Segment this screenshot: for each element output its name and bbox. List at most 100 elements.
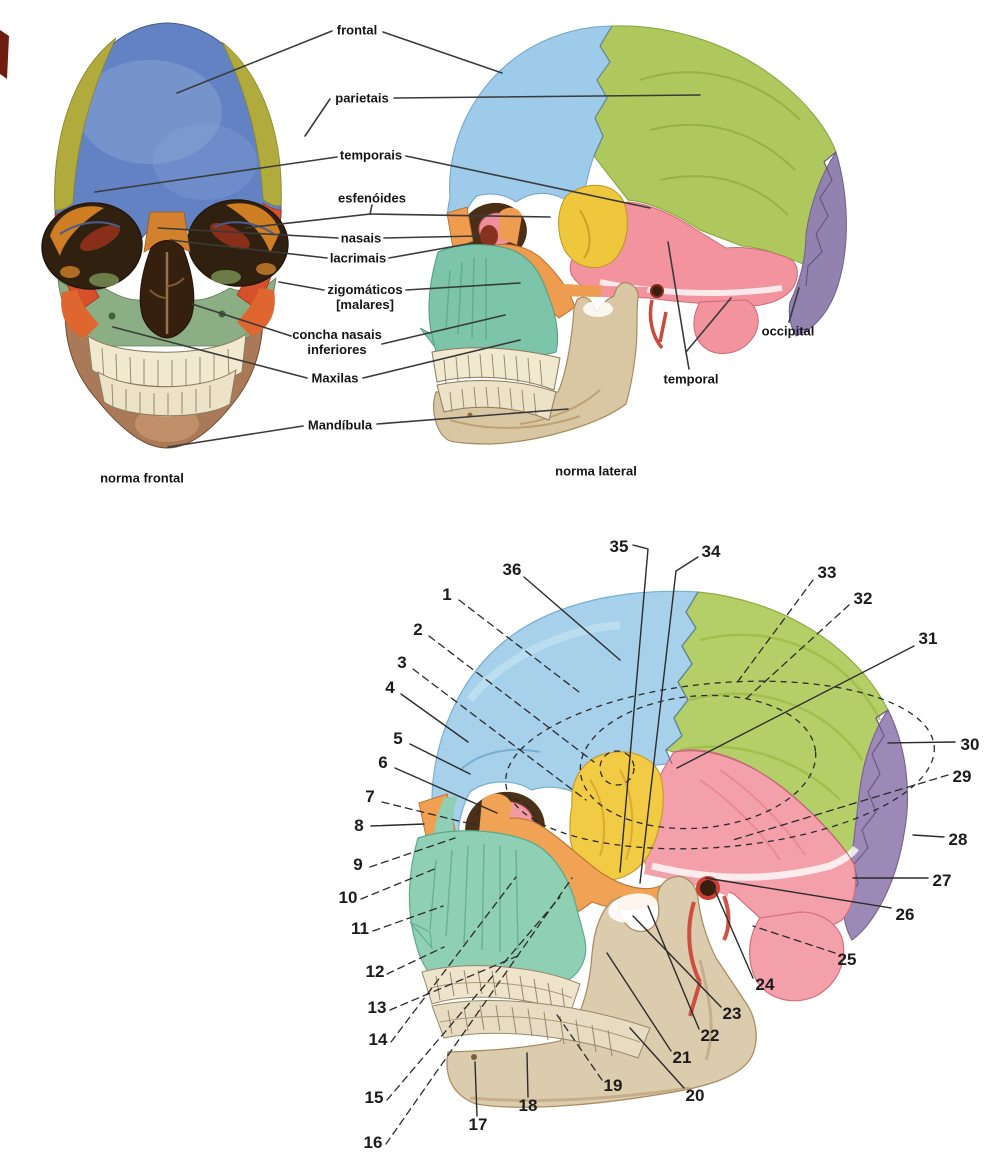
label-parietais-text: parietais xyxy=(335,90,389,106)
label-mandibula: Mandíbula xyxy=(308,418,372,433)
frontal-highlight xyxy=(78,60,222,164)
lambdoid-suture xyxy=(805,151,837,287)
orbit-right xyxy=(187,199,289,287)
number-label-14: 14 xyxy=(368,1030,388,1049)
label-zigomaticos-text2: [malares] xyxy=(336,297,394,312)
lower-teeth-midline xyxy=(439,1016,641,1043)
label-mandibula-text: Mandíbula xyxy=(307,417,373,433)
mastoid-bottom xyxy=(749,911,845,1002)
label-zigomaticos-text: zigomáticos xyxy=(327,282,403,297)
label-maxilas-text: Maxilas xyxy=(311,370,359,386)
number-label-28: 28 xyxy=(948,830,968,849)
coronal-suture-lateral xyxy=(593,25,613,157)
mandibular-notch-lateral xyxy=(583,301,613,317)
caption-norma-lateral: norma lateral xyxy=(555,463,637,479)
brow-shading-bottom xyxy=(459,748,541,771)
frontal-highlight-2 xyxy=(153,124,257,200)
lower-teeth-separators-lateral xyxy=(449,386,537,416)
nasal-bone-lateral xyxy=(446,206,474,250)
upper-teeth-bottom xyxy=(421,965,581,1015)
number-label-11: 11 xyxy=(351,919,369,938)
mastoid-lateral xyxy=(693,299,759,354)
leader-lines-bottom xyxy=(360,544,956,1145)
sphenoid-shading xyxy=(579,209,591,259)
label-esfenoides-text: esfenóides xyxy=(338,190,406,206)
label-frontal: frontal xyxy=(337,23,377,38)
number-label-15: 15 xyxy=(364,1088,384,1107)
number-label-10: 10 xyxy=(338,888,358,907)
lower-teeth-front xyxy=(97,368,237,417)
occipital-bone-bottom xyxy=(843,708,909,941)
label-frontal-text: frontal xyxy=(336,22,378,38)
turbinate-lines xyxy=(149,277,185,299)
label-temporal: temporal xyxy=(664,372,719,387)
number-label-1: 1 xyxy=(442,585,452,604)
number-label-16: 16 xyxy=(363,1133,383,1152)
zygomatic-front-right xyxy=(237,288,275,336)
maxilla-shading xyxy=(445,257,487,340)
upper-teeth-separators xyxy=(101,347,230,392)
zygomatic-arch xyxy=(545,283,602,297)
number-label-3: 3 xyxy=(397,653,407,672)
nasal-spine-lateral xyxy=(419,327,435,347)
parietal-front-left xyxy=(54,37,117,211)
ear-canal-lateral xyxy=(650,284,664,298)
sphenoid-lateral xyxy=(558,184,628,268)
mandible-shading-bottom xyxy=(469,959,713,1102)
number-label-19: 19 xyxy=(603,1076,623,1095)
number-label-34: 34 xyxy=(701,542,721,561)
label-esfenoides: esfenóides xyxy=(338,191,406,206)
orbit-left xyxy=(41,202,143,290)
sphenoid-shading-bottom xyxy=(589,769,634,861)
lower-teeth-lateral xyxy=(436,380,557,421)
parietal-shading xyxy=(639,71,801,216)
number-label-30: 30 xyxy=(960,735,980,754)
label-parietais: parietais xyxy=(335,91,388,106)
number-label-27: 27 xyxy=(932,871,952,890)
number-label-21: 21 xyxy=(672,1048,692,1067)
styloid-lateral xyxy=(648,299,668,350)
mandible-shading xyxy=(449,389,601,429)
number-label-13: 13 xyxy=(367,998,387,1017)
zygomatic-front-left xyxy=(61,290,99,338)
dashed-temporal-lines xyxy=(505,680,935,850)
number-label-12: 12 xyxy=(365,962,385,981)
number-label-24: 24 xyxy=(755,975,775,994)
number-label-31: 31 xyxy=(918,629,938,648)
number-label-23: 23 xyxy=(722,1004,742,1023)
label-nasais-text: nasais xyxy=(340,230,382,246)
number-label-17: 17 xyxy=(468,1115,488,1134)
number-label-8: 8 xyxy=(354,816,364,835)
label-temporais-text: temporais xyxy=(339,147,403,163)
label-lacrimais: lacrimais xyxy=(330,251,386,266)
label-temporal-text: temporal xyxy=(663,371,719,387)
label-temporais: temporais xyxy=(340,148,402,163)
number-label-6: 6 xyxy=(378,753,388,772)
number-label-5: 5 xyxy=(393,729,403,748)
temporal-shading-bottom xyxy=(699,769,806,861)
number-label-9: 9 xyxy=(353,855,363,874)
upper-teeth-midline xyxy=(429,982,573,999)
orbit-depth-lateral xyxy=(480,225,498,247)
label-lacrimais-text: lacrimais xyxy=(329,250,387,266)
number-label-18: 18 xyxy=(518,1096,538,1115)
number-label-7: 7 xyxy=(365,787,375,806)
brow-ridges xyxy=(59,221,275,235)
coronal-suture-bottom xyxy=(665,591,699,765)
lower-teeth-separators xyxy=(111,383,211,415)
label-occipital: occipital xyxy=(762,324,815,339)
number-label-22: 22 xyxy=(700,1026,720,1045)
mandible-bottom xyxy=(446,875,757,1108)
label-occipital-text: occipital xyxy=(761,323,815,339)
maxilla-shading-bottom xyxy=(429,843,519,952)
occipital-bone-lateral xyxy=(788,150,847,337)
parietal-front-right xyxy=(221,41,282,207)
number-label-2: 2 xyxy=(413,620,423,639)
lower-teeth-bottom xyxy=(431,1000,651,1059)
label-concha-nasais-text2: inferiores xyxy=(307,342,367,357)
number-label-29: 29 xyxy=(952,767,972,786)
front-skull-illustration xyxy=(0,22,289,449)
upper-teeth-separators-lateral xyxy=(443,353,543,387)
